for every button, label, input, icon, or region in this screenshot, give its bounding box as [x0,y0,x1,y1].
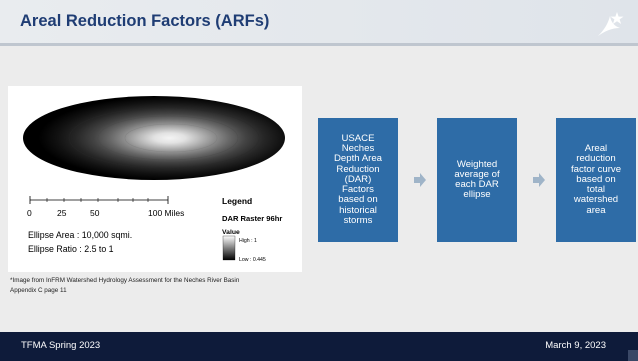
process-line: average of [454,168,500,180]
scale-bar: 0 25 50 100 Miles [27,196,184,218]
ellipse-ratio-text: Ellipse Ratio : 2.5 to 1 [28,244,114,254]
dar-ellipse-ring [97,115,239,161]
scale-tick-50: 50 [90,208,100,218]
slide-title: Areal Reduction Factors (ARFs) [20,12,270,30]
process-line: (DAR) [344,173,372,185]
process-line: reduction [576,153,616,165]
process-line: Factors [341,184,374,196]
process-line: storms [343,214,373,226]
process-line: historical [339,204,377,216]
legend-raster-name: DAR Raster 96hr [222,214,282,223]
right-arrow-icon [414,173,426,187]
ellipse-area-text: Ellipse Area : 10,000 sqmi. [28,230,132,240]
scale-tick-100: 100 Miles [148,208,184,218]
footer-date: March 9, 2023 [545,340,606,351]
process-box-text: USACE Neches Depth Area Reduction (DAR) … [333,133,382,226]
legend-gradient-swatch [222,235,236,261]
dar-ellipse [23,96,285,180]
caption-line-2: Appendix C page 11 [10,286,67,294]
star-swoosh-logo-icon [598,12,624,36]
process-box-dar-factors: USACE Neches Depth Area Reduction (DAR) … [318,118,398,242]
legend-value-label: Value [222,229,240,236]
process-line: each DAR [455,179,499,190]
process-line: Weighted [456,158,498,170]
process-box-text: Weighted average of each DAR ellipse [454,158,500,201]
process-line: based on [338,194,378,206]
process-line: USACE [341,133,375,145]
process-line: Depth Area [333,153,382,165]
process-line: ellipse [463,189,491,201]
legend-high-label: High : 1 [239,238,257,244]
scale-tick-0: 0 [27,208,32,218]
process-line: watershed [573,194,619,206]
process-box-arf-curve: Areal reduction factor curve based on to… [556,118,636,242]
legend-title: Legend [222,196,252,206]
scale-tick-25: 25 [57,208,67,218]
process-line: factor curve [570,163,622,175]
process-line: area [586,204,606,216]
dar-raster-map: 0 25 50 100 Miles Legend DAR Raster 96hr… [23,96,285,263]
slide-number-marker [628,350,638,361]
dar-raster-figure: 0 25 50 100 Miles Legend DAR Raster 96hr… [8,86,302,272]
dar-ellipse-ring [68,107,260,169]
footer-bar: TFMA Spring 2023 March 9, 2023 [0,332,638,361]
process-line: Areal [584,143,608,155]
footer-event-name: TFMA Spring 2023 [21,340,101,351]
process-line: based on [576,173,616,185]
right-arrow-icon [533,173,545,187]
process-line: Reduction [336,163,380,175]
legend-low-label: Low : 0.445 [239,257,266,263]
image-caption: *Image from InFRM Watershed Hydrology As… [10,276,310,295]
process-line: total [586,184,606,196]
title-bar: Areal Reduction Factors (ARFs) [0,0,638,46]
caption-line-1: *Image from InFRM Watershed Hydrology As… [10,277,240,284]
process-box-text: Areal reduction factor curve based on to… [570,143,622,216]
process-box-weighted-average: Weighted average of each DAR ellipse [437,118,517,242]
map-legend: Legend DAR Raster 96hr Value High : 1 Lo… [222,196,282,263]
process-line: Neches [341,143,375,155]
dar-ellipse-ring [124,123,218,153]
